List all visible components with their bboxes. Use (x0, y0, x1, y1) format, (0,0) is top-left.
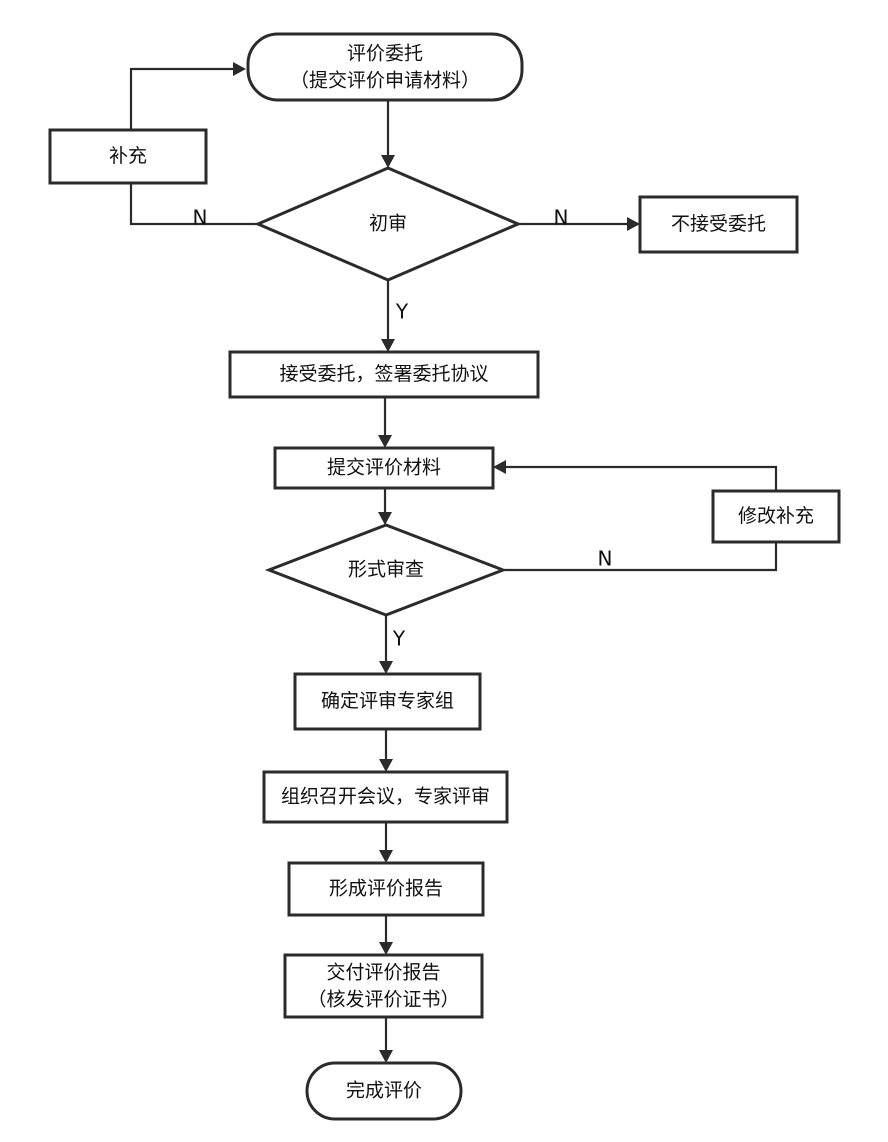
process-shape (293, 672, 482, 731)
edge-accept-to-submit (378, 397, 392, 448)
node-label: 形式审查 (348, 559, 424, 581)
node-label-secondary: （核发评价证书） (307, 989, 459, 1011)
process-shape (273, 446, 495, 490)
node-label: 初审 (369, 213, 407, 235)
node-label: 完成评价 (346, 1080, 422, 1102)
edge-revise-to-submit (493, 460, 778, 491)
decision-shape (254, 166, 522, 282)
arrowhead-icon (379, 661, 393, 674)
arrowhead-icon (379, 759, 393, 772)
edge-formreport-to-deliver (379, 915, 393, 955)
node-form-review[interactable]: 形式审查 (264, 523, 508, 617)
node-label: 形成评价报告 (329, 878, 443, 900)
arrowhead-icon (378, 512, 392, 525)
edge-line (503, 542, 778, 572)
node-form-report[interactable]: 形成评价报告 (287, 861, 485, 917)
process-shape (262, 770, 509, 824)
arrowhead-icon (381, 155, 395, 168)
node-label: 补充 (109, 145, 147, 167)
node-revise-supplement[interactable]: 修改补充 (711, 489, 841, 544)
edge-formreview-Y-to-expertgroup: Y (379, 615, 406, 674)
node-initial-review[interactable]: 初审 (254, 166, 522, 282)
process-shape (228, 350, 540, 399)
edge-label-formreview-Y-to-expertgroup: Y (392, 627, 406, 651)
process-shape (711, 489, 841, 544)
edge-meeting-to-formreport (379, 822, 393, 863)
edge-start-to-initial (381, 100, 395, 168)
arrowhead-icon (379, 942, 393, 955)
process-shape (283, 953, 484, 1019)
edge-label-initial-N-to-supplement: N (193, 206, 208, 230)
node-label: 评价委托 (347, 43, 423, 65)
node-label: 接受委托，签署委托协议 (279, 363, 488, 385)
edge-line (129, 183, 258, 226)
node-label: 交付评价报告 (326, 962, 440, 984)
edge-expertgroup-to-meeting (379, 729, 393, 772)
process-shape (48, 128, 208, 185)
node-reject[interactable]: 不接受委托 (638, 195, 799, 254)
arrowhead-icon (627, 217, 640, 231)
process-shape (287, 861, 485, 917)
edge-initial-N-to-supplement: N (129, 183, 258, 230)
edge-initial-Y-to-accept: Y (381, 280, 409, 352)
node-label-secondary: （提交评价申请材料） (290, 70, 480, 92)
edge-submit-to-formreview (378, 488, 392, 525)
node-label: 不接受委托 (671, 213, 766, 235)
edge-label-initial-Y-to-accept: Y (395, 300, 409, 324)
node-deliver-report[interactable]: 交付评价报告 （核发评价证书） (283, 953, 484, 1019)
edge-deliver-to-finish (379, 1017, 393, 1063)
node-label: 提交评价材料 (327, 457, 441, 479)
node-hold-meeting[interactable]: 组织召开会议，专家评审 (262, 770, 509, 824)
arrowhead-icon (493, 460, 506, 474)
arrowhead-icon (379, 1050, 393, 1063)
arrowhead-icon (378, 435, 392, 448)
node-start[interactable]: 评价委托 （提交评价申请材料） (246, 32, 524, 102)
node-label: 修改补充 (738, 505, 814, 527)
arrowhead-icon (233, 62, 246, 76)
node-finish[interactable]: 完成评价 (305, 1061, 463, 1121)
edge-formreview-N-to-revise: N (503, 542, 778, 572)
edge-initial-N-to-reject: N (518, 206, 640, 231)
arrowhead-icon (379, 850, 393, 863)
node-expert-group[interactable]: 确定评审专家组 (293, 672, 482, 731)
edge-label-formreview-N-to-revise: N (598, 547, 613, 571)
edge-line (499, 465, 778, 491)
terminator-shape (246, 32, 524, 102)
edge-line (129, 67, 240, 130)
edge-label-initial-N-to-reject: N (554, 206, 569, 230)
arrowhead-icon (381, 339, 395, 352)
edges-layer: N N Y N Y (129, 62, 778, 1063)
edge-supplement-to-start (129, 62, 246, 130)
node-submit-materials[interactable]: 提交评价材料 (273, 446, 495, 490)
terminator-shape (305, 1061, 463, 1121)
process-shape (638, 195, 799, 254)
node-accept-sign[interactable]: 接受委托，签署委托协议 (228, 350, 540, 399)
node-supplement[interactable]: 补充 (48, 128, 208, 185)
node-label: 确定评审专家组 (321, 690, 454, 712)
decision-shape (264, 523, 508, 617)
node-label: 组织召开会议，专家评审 (281, 786, 490, 808)
